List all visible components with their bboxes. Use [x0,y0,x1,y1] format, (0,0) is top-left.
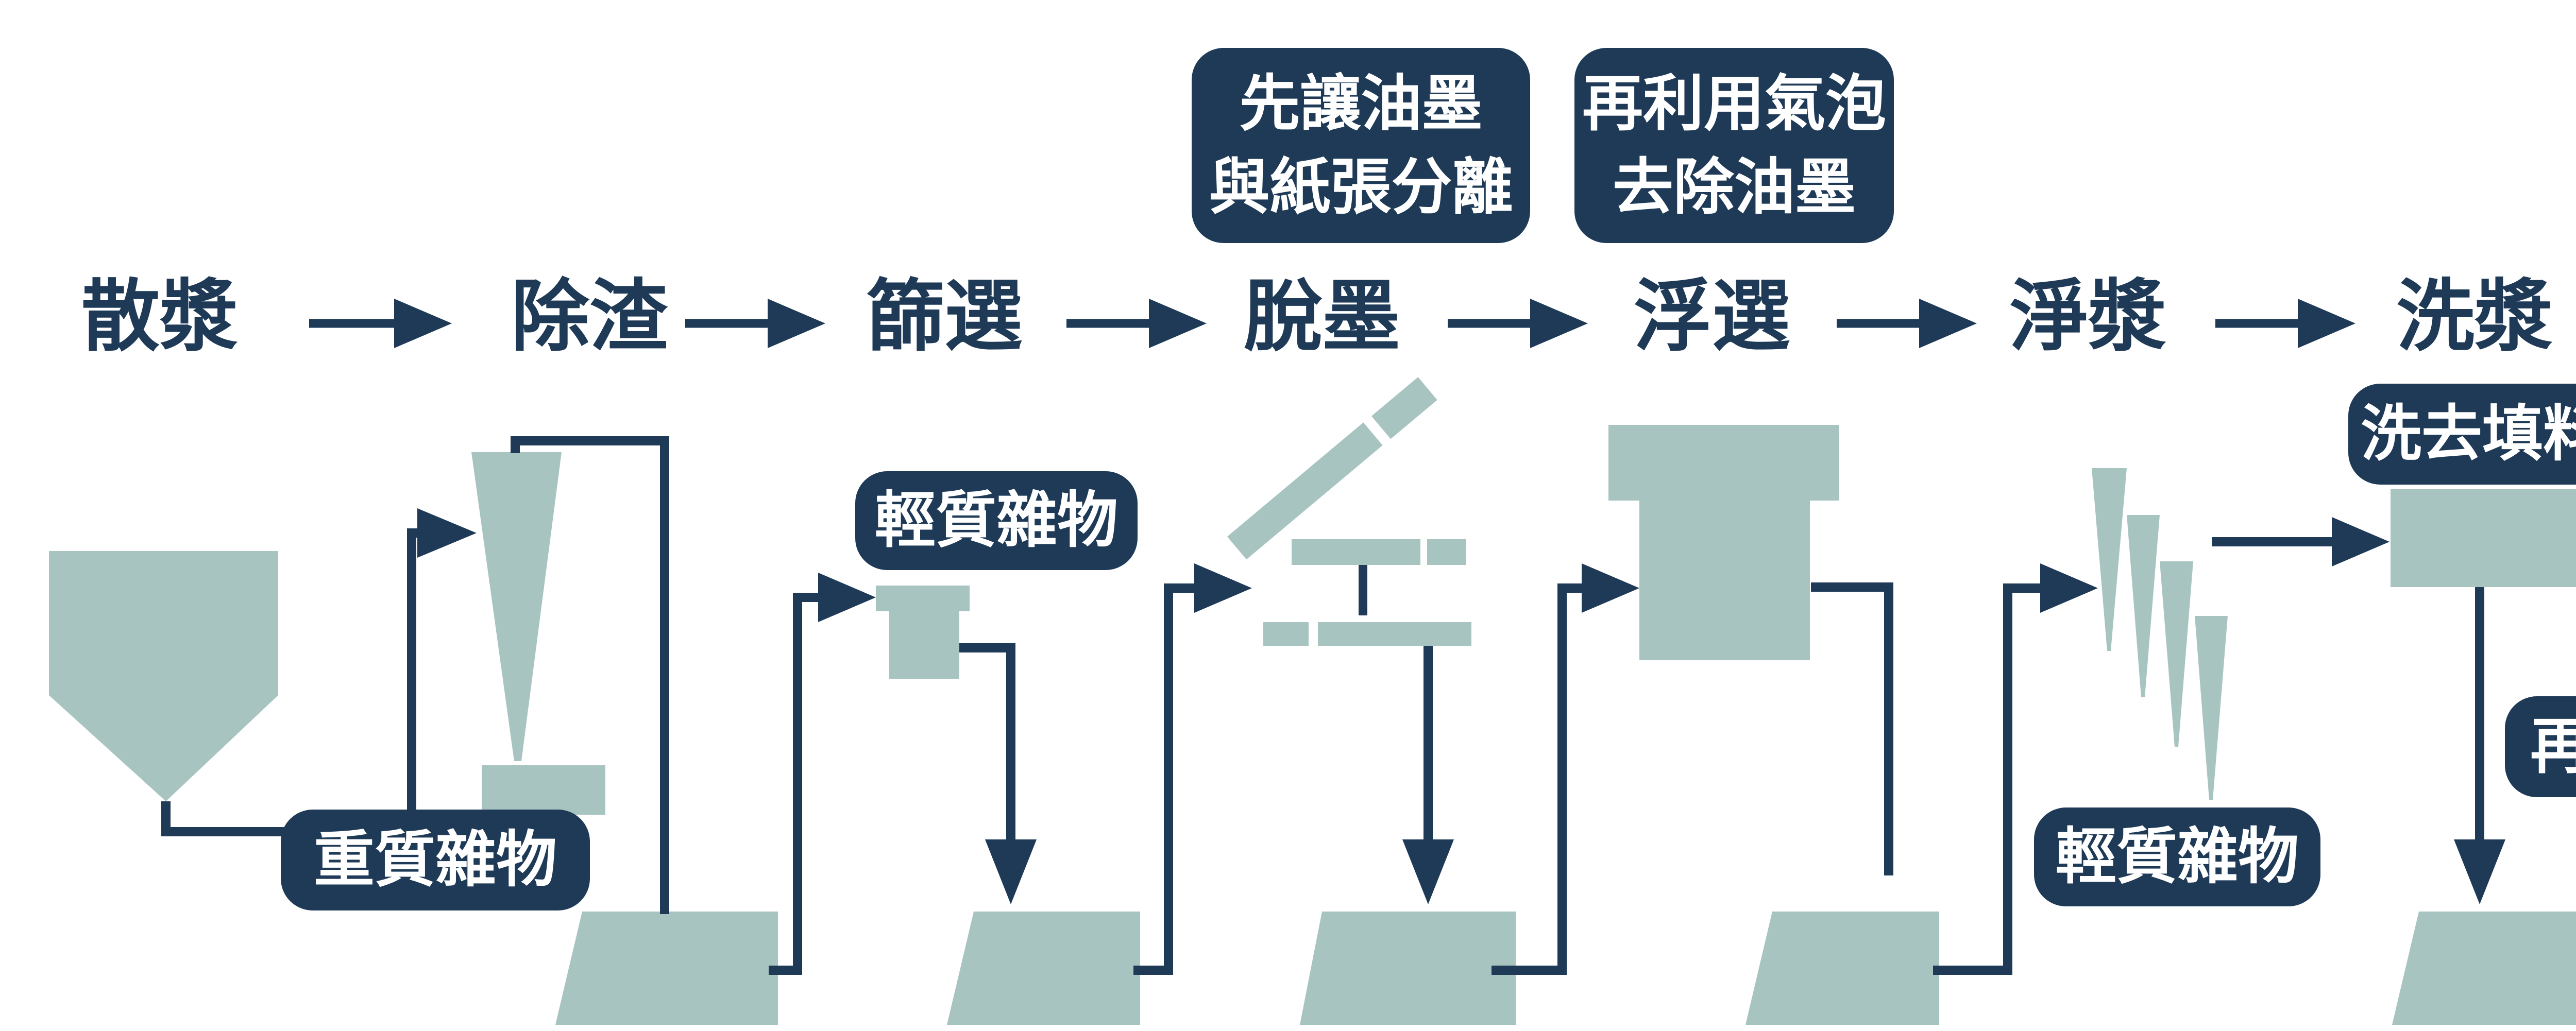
callout-line: 與紙張分離 [1209,153,1513,221]
stage-title-deslagging: 除渣 [511,273,668,360]
label-light-reject-cleaning: 輕質雜物 [2034,807,2320,906]
line-chest3-to-flotation [1492,563,1639,975]
cleaner-cone-3 [2160,561,2193,747]
deink-incline-long-bar [1227,422,1383,560]
chest-flotation [1745,912,1939,1025]
callout-line: 先讓油墨 [1239,70,1483,138]
line-cleaners-to-washer [2212,517,2389,566]
step-arrow-3 [1066,299,1207,348]
line-screen-to-chest2 [959,643,1037,904]
callout-line: 去除油墨 [1612,153,1856,221]
line-cyclone-to-chest1 [511,436,669,914]
deink-incline-short-bar [1371,377,1437,439]
deink-mid-short-bar [1427,539,1466,565]
step-arrow-5 [1837,299,1977,348]
cyclone-cone-shape [471,452,562,761]
deink-mid-long-bar [1292,539,1420,565]
chest-final [2392,912,2576,1025]
screen-body-shape [889,611,959,679]
cyclone-reject-box-shape [482,765,605,815]
step-arrow-1 [309,299,452,348]
stage-title-screening: 篩選 [866,273,1023,360]
stage-title-flotation: 浮選 [1634,273,1790,360]
chest-deinking [1300,912,1516,1025]
line-chest2-to-deinking [1133,563,1252,975]
line-deinking-to-chest3 [1402,646,1454,904]
callout-flotation-note: 再利用氣泡 去除油墨 [1574,48,1894,243]
deink-connector-rod [1359,565,1367,615]
cleaner-cone-1 [2092,468,2127,651]
label-recycled-pulp: 再生漿 [2505,696,2576,797]
line-flotation-to-chest4 [1811,582,1893,875]
washer-shape [2391,489,2576,587]
deink-bottom-short-bar [1263,622,1309,646]
screen-cap-shape [876,586,970,611]
callout-line: 再利用氣泡 [1582,70,1886,138]
step-arrow-2 [685,299,825,348]
cleaner-cones-shape [2092,468,2228,800]
label-light-reject-screening: 輕質雜物 [855,471,1138,570]
deinking-unit-shape [1227,377,1471,646]
callout-deinking-note: 先讓油墨 與紙張分離 [1192,48,1530,243]
deink-bottom-long-bar [1318,622,1471,646]
stage-title-cleaning: 淨漿 [2010,273,2166,360]
stage-title-washing: 洗漿 [2396,273,2553,360]
step-arrow-4 [1448,299,1588,348]
line-chest1-to-screen [769,573,876,975]
cleaner-cone-2 [2127,515,2160,697]
flotation-cap-shape [1608,425,1839,501]
pulper-tank-shape [49,551,278,801]
cleaner-cone-4 [2195,616,2228,800]
stage-title-deinking: 脫墨 [1244,273,1400,360]
line-washer-to-final-chest [2454,587,2505,904]
line-chest4-to-cleaners [1933,563,2098,975]
step-arrow-6 [2215,299,2355,348]
stage-title-repulping: 散漿 [81,273,238,360]
chest-screening [947,912,1140,1025]
label-wash-filler: 洗去填料 [2348,384,2576,485]
chest-deslagging [555,912,778,1025]
label-heavy-reject: 重質雜物 [281,810,590,910]
flotation-body-shape [1639,501,1810,660]
